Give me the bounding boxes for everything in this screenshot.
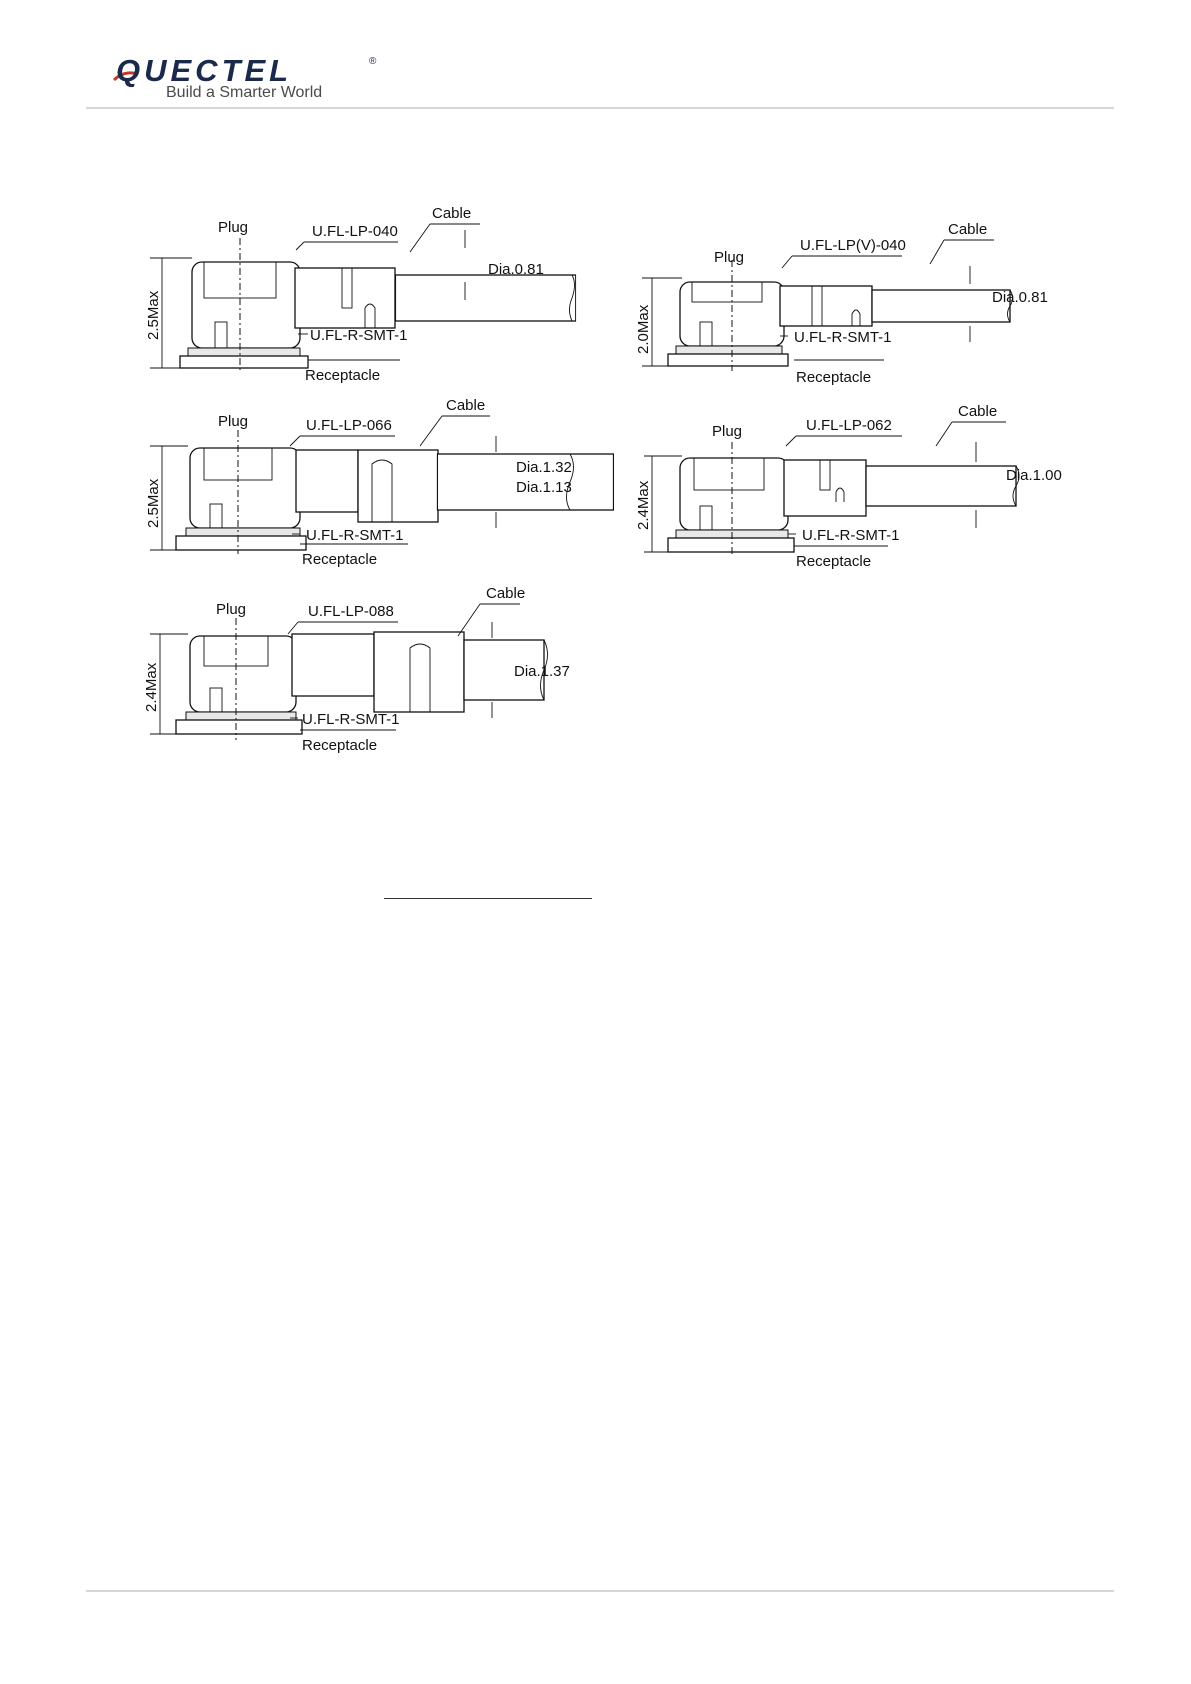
receptacle-label: Receptacle	[302, 551, 377, 568]
connector-diagram-lp-066: 2.5Max Plug U.FL-LP-066 Cable Dia.1.32 D…	[145, 397, 615, 568]
logo-swoosh-icon	[112, 71, 139, 82]
plug-part-number: U.FL-LP-062	[806, 417, 892, 434]
plug-label: Plug	[218, 413, 248, 430]
logo-registered-mark: ®	[369, 56, 377, 67]
cable-label: Cable	[486, 585, 525, 602]
receptacle-label: Receptacle	[796, 369, 871, 386]
receptacle-part-number: U.FL-R-SMT-1	[306, 527, 404, 544]
height-dimension: 2.0Max	[635, 304, 652, 354]
cable-label: Cable	[446, 397, 485, 414]
plug-label: Plug	[714, 249, 744, 266]
footer-divider	[86, 1590, 1114, 1592]
plug-part-number: U.FL-LP-088	[308, 603, 394, 620]
cable-diameter: Dia.0.81	[488, 261, 544, 278]
plug-label: Plug	[218, 219, 248, 236]
logo-tagline: Build a Smarter World	[166, 84, 322, 101]
header-divider	[86, 107, 1114, 109]
height-dimension: 2.5Max	[145, 290, 162, 340]
cable-diameter: Dia.1.00	[1006, 467, 1062, 484]
plug-part-number: U.FL-LP-066	[306, 417, 392, 434]
plug-part-number: U.FL-LP-040	[312, 223, 398, 240]
height-dimension: 2.5Max	[145, 478, 162, 528]
height-dimension: 2.4Max	[635, 480, 652, 530]
cable-diameter: Dia.1.37	[514, 663, 570, 680]
cable-diameter: Dia.1.13	[516, 479, 572, 496]
height-dimension: 2.4Max	[143, 662, 160, 712]
receptacle-part-number: U.FL-R-SMT-1	[794, 329, 892, 346]
receptacle-label: Receptacle	[305, 367, 380, 384]
connector-diagram-lpv-040: 2.0Max Plug U.FL-LP(V)-040 Cable Dia.0.8…	[635, 221, 1048, 386]
connector-diagram-lp-088: 2.4Max Plug U.FL-LP-088 Cable Dia.1.37 U…	[143, 585, 570, 754]
plug-label: Plug	[712, 423, 742, 440]
cable-diameter: Dia.0.81	[992, 289, 1048, 306]
connector-diagram-lp-040: 2.5Max Plug U.FL-LP-040 Cable Dia.0.81 U…	[145, 205, 577, 384]
cable-label: Cable	[948, 221, 987, 238]
receptacle-label: Receptacle	[796, 553, 871, 570]
receptacle-part-number: U.FL-R-SMT-1	[310, 327, 408, 344]
quectel-logo: QUECTEL ® Build a Smarter World	[112, 53, 377, 101]
plug-part-number: U.FL-LP(V)-040	[800, 237, 906, 254]
connector-diagram-lp-062: 2.4Max Plug U.FL-LP-062 Cable Dia.1.00 U…	[635, 403, 1062, 570]
hyperlink-underline[interactable]	[384, 898, 592, 899]
cable-label: Cable	[958, 403, 997, 420]
cable-label: Cable	[432, 205, 471, 222]
plug-label: Plug	[216, 601, 246, 618]
receptacle-part-number: U.FL-R-SMT-1	[802, 527, 900, 544]
logo-wordmark: QUECTEL	[116, 53, 292, 88]
cable-diameter: Dia.1.32	[516, 459, 572, 476]
receptacle-part-number: U.FL-R-SMT-1	[302, 711, 400, 728]
receptacle-label: Receptacle	[302, 737, 377, 754]
